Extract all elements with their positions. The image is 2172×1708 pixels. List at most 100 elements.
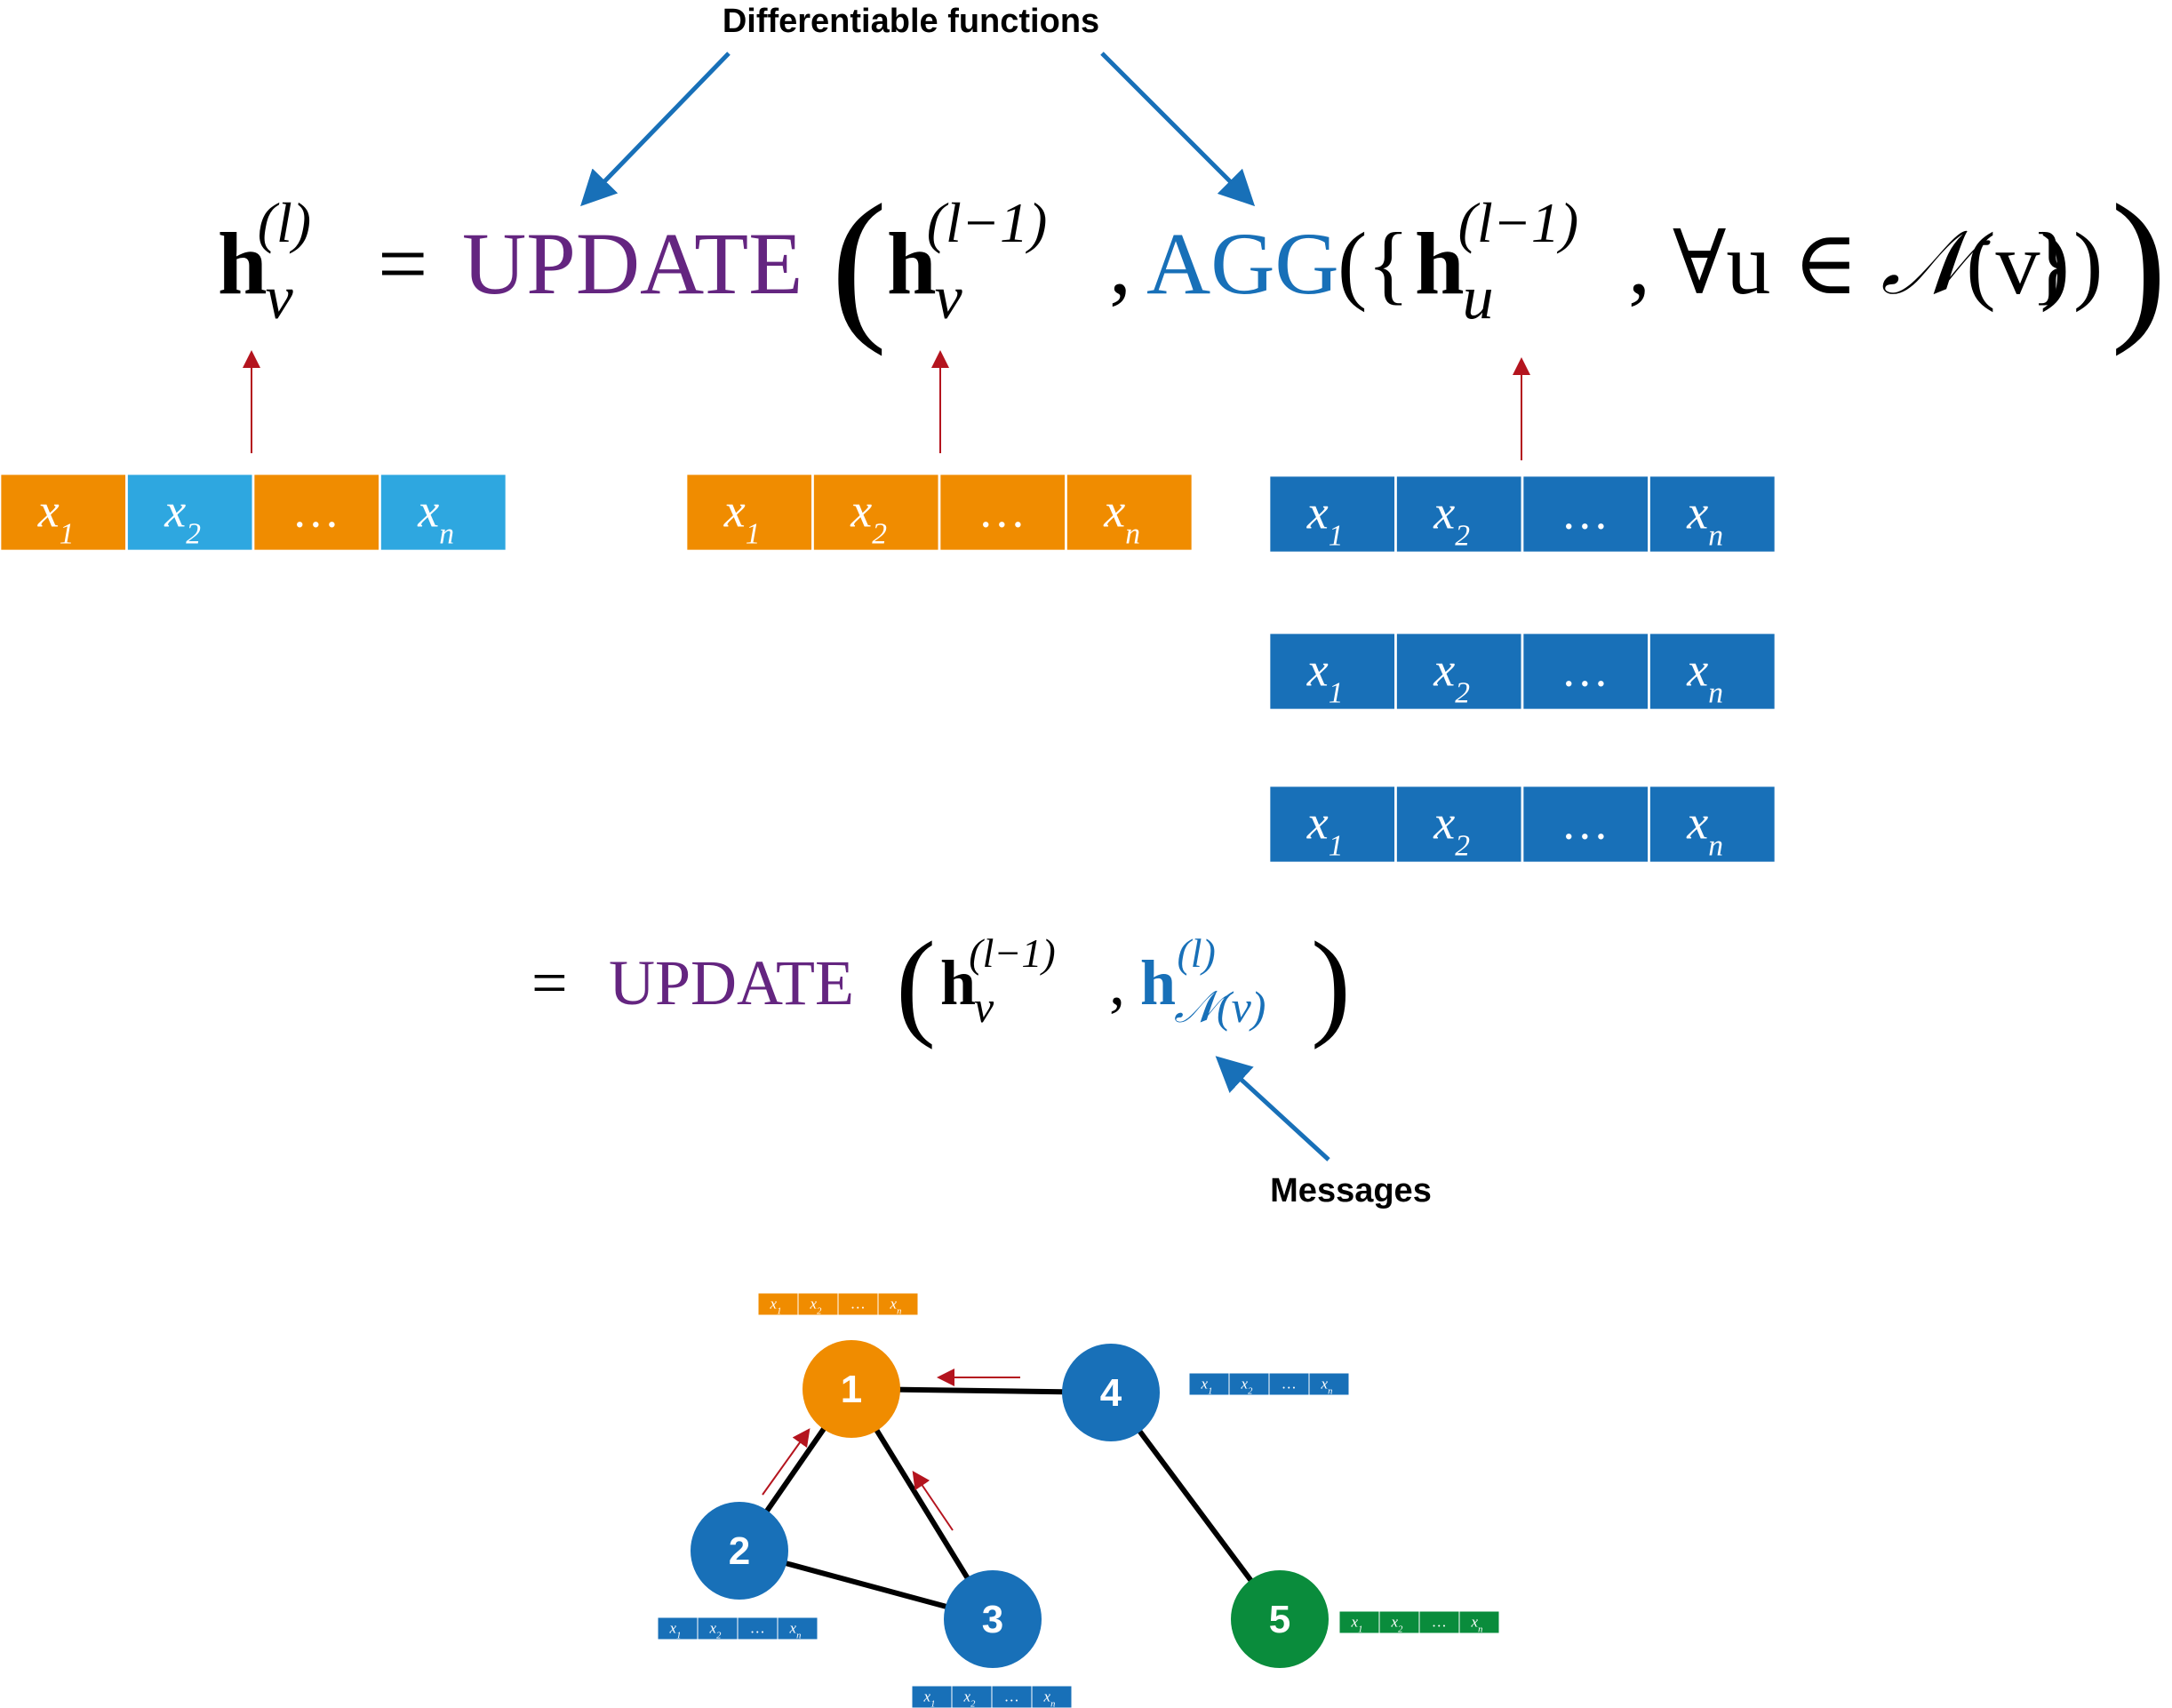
vector-cell-label: … [1282, 1376, 1296, 1393]
forall-clause: , ∀u ∈ 𝒩(v) [1628, 214, 2070, 313]
msg-arrow-2-to-1 [762, 1428, 811, 1496]
vector-cell [1648, 784, 1777, 865]
vector-cell-label: x2 [709, 1620, 723, 1641]
svg-text:1: 1 [841, 1368, 862, 1411]
vector-cell [1458, 1610, 1500, 1634]
vector-cell [1648, 631, 1777, 712]
vector-cell-label: … [981, 484, 1024, 538]
svg-text:5: 5 [1269, 1598, 1290, 1641]
vector-cell-label: … [1005, 1688, 1018, 1705]
big-close-paren: ) [2111, 171, 2167, 357]
vector-cell-label: x2 [850, 484, 887, 551]
vector-cell-label: x1 [1306, 643, 1344, 710]
vector-cell [737, 1616, 779, 1640]
vector-cell-label: … [851, 1296, 865, 1313]
vector-cell [1228, 1372, 1270, 1396]
vector-cell-label: xn [1321, 1376, 1333, 1397]
node-1: 1 [803, 1340, 900, 1438]
vector-cell [1394, 474, 1524, 555]
update-function-2: UPDATE [609, 947, 854, 1018]
comma-1: , [1109, 214, 1131, 313]
agg-function: AGG [1146, 214, 1339, 313]
svg-text:3: 3 [982, 1598, 1003, 1641]
agg-open: ({ [1338, 214, 1409, 313]
vector-cell [951, 1685, 993, 1708]
vector-cell-label: … [1564, 643, 1607, 697]
h-v-l-minus-1: hv(l−1) [887, 191, 1047, 332]
vector-h-v-lm1: x1 x2 … xn [684, 472, 1194, 553]
vector-cell-label: xn [1686, 643, 1723, 710]
vector-cell-label: xn [1043, 1688, 1056, 1708]
vector-cell-label: … [1564, 796, 1607, 850]
node-3: 3 [944, 1570, 1042, 1668]
vector-cell-label: x1 [1351, 1614, 1363, 1635]
vector-cell-label: xn [1103, 484, 1140, 551]
vector-cell-label: x1 [770, 1296, 782, 1317]
svg-text:4: 4 [1100, 1371, 1122, 1415]
vector-cell [684, 472, 814, 553]
vector-cell [1378, 1610, 1420, 1634]
vector-cell [1065, 472, 1194, 553]
differentiable-functions-label: Differentiable functions [723, 3, 1099, 40]
vector-cell-label: x2 [1391, 1614, 1404, 1635]
vector-cell [877, 1292, 919, 1316]
vector-cell [1394, 631, 1524, 712]
formula-update-messages: = UPDATE ( hv(l−1) , h𝒩(v)(l) ) [531, 918, 1351, 1050]
vector-cell [757, 1292, 799, 1316]
vector-cell-label: … [751, 1620, 764, 1637]
vector-cell-label: xn [417, 484, 454, 551]
vector-cell [811, 472, 941, 553]
vector-cell-label: x2 [963, 1688, 977, 1708]
node-3-features: x1 x2 … xn [911, 1685, 1073, 1708]
agg-close: }) [2031, 214, 2103, 313]
h-v-l-minus-1-2: hv(l−1) [940, 930, 1056, 1032]
formula-update-agg: hv(l) = UPDATE ( hv(l−1) , AGG ({ hu(l−1… [218, 171, 2167, 357]
close-paren-2: ) [1311, 918, 1351, 1050]
vector-cell [1308, 1372, 1350, 1396]
vector-cell [697, 1616, 739, 1640]
vector-cell [252, 472, 381, 553]
equals-sign-2: = [531, 947, 568, 1018]
update-function-1: UPDATE [462, 214, 803, 313]
vector-cell [991, 1685, 1033, 1708]
vector-cell-label: … [1433, 1614, 1446, 1631]
vector-cell [837, 1292, 879, 1316]
vector-cell [1648, 474, 1777, 555]
vector-cell-label: xn [1471, 1614, 1483, 1635]
vector-cell [938, 472, 1067, 553]
equals-sign-1: = [378, 214, 427, 313]
vector-cell [1418, 1610, 1460, 1634]
svg-text:2: 2 [729, 1529, 750, 1573]
vector-cell-label: xn [1686, 486, 1723, 553]
vector-cell-label: x1 [723, 484, 761, 551]
vector-cell-label: x2 [1433, 643, 1470, 710]
vector-cell-label: x1 [1306, 796, 1344, 863]
vector-cell-label: … [1564, 486, 1607, 539]
vector-cell [125, 472, 255, 553]
arrow-to-agg [1100, 52, 1256, 207]
h-v-l: hv(l) [218, 191, 311, 332]
msg-arrow-3-to-1 [912, 1471, 954, 1531]
vector-cell [379, 472, 508, 553]
vector-cell-label: x2 [1433, 796, 1470, 863]
vector-cell [657, 1616, 699, 1640]
arrow-to-update [580, 52, 731, 207]
vector-cell-label: x1 [1306, 486, 1344, 553]
vector-cell [797, 1292, 839, 1316]
graph: 1 4 2 3 5 [691, 1340, 1329, 1668]
h-neighborhood: h𝒩(v)(l) [1140, 930, 1266, 1032]
vector-cell [1521, 474, 1650, 555]
vector-cell-label: x1 [923, 1688, 936, 1708]
vector-cell-label: xn [890, 1296, 902, 1317]
vector-cell-label: xn [789, 1620, 802, 1641]
h-u-l-minus-1: hu(l−1) [1415, 191, 1578, 332]
vector-cell [0, 472, 128, 553]
comma-2: , [1109, 947, 1125, 1018]
vector-cell-label: x2 [164, 484, 201, 551]
